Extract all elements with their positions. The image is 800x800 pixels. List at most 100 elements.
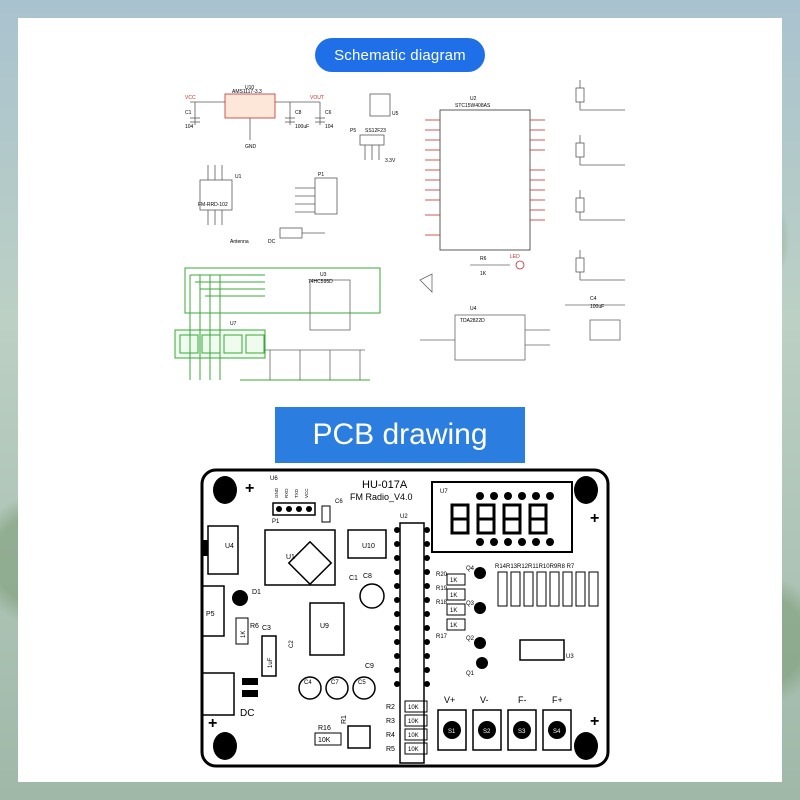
label-u4-part: TDA2822D bbox=[460, 318, 485, 324]
s3-label: S3 bbox=[518, 729, 526, 735]
label-p5-part: SS12F23 bbox=[365, 128, 386, 134]
label-q4: Q4 bbox=[466, 566, 475, 572]
p1-pin-txd: TXD bbox=[294, 488, 299, 498]
s2-label: S2 bbox=[483, 729, 491, 735]
label-q2: Q2 bbox=[466, 636, 475, 642]
c4-cap bbox=[298, 676, 322, 700]
label-p1: P1 bbox=[272, 519, 280, 525]
switch-s4[interactable] bbox=[542, 709, 572, 751]
p1-pin-vcc: VCC bbox=[304, 488, 309, 498]
label-c6: C6 bbox=[335, 499, 343, 505]
label-dc: DC bbox=[240, 708, 254, 719]
r4-val: 10K bbox=[408, 733, 419, 739]
label-p1: P1 bbox=[318, 172, 324, 178]
label-q3: Q3 bbox=[466, 601, 475, 607]
u2-ic bbox=[399, 522, 425, 764]
pcb-drawing: + + + + HU-017A FM Radio_V4.0 U6 P1 C6 U… bbox=[200, 468, 610, 768]
label-vout: VOUT bbox=[310, 95, 324, 101]
p1-pin-rxd: RXD bbox=[284, 488, 289, 498]
label-q1: Q1 bbox=[466, 671, 475, 677]
label-r17: R17 bbox=[436, 634, 448, 640]
label-u2-part: STC15W408AS bbox=[455, 103, 491, 109]
label-c8-val: 100uF bbox=[295, 124, 309, 130]
label-r6-val: 1K bbox=[480, 271, 487, 277]
q1-transistor bbox=[476, 657, 488, 669]
mount-hole-tr bbox=[574, 476, 598, 504]
label-r3: R3 bbox=[386, 718, 395, 725]
r3-val: 10K bbox=[408, 719, 419, 725]
label-u9: U9 bbox=[320, 623, 329, 630]
btn-label-fminus: F- bbox=[518, 695, 527, 705]
switch-s1[interactable] bbox=[437, 709, 467, 751]
label-c6-val: 104 bbox=[325, 124, 334, 130]
u3-ic bbox=[519, 639, 565, 661]
r19-val: 1K bbox=[450, 593, 457, 599]
label-c8: C8 bbox=[363, 573, 372, 580]
label-r6-val: 1K bbox=[241, 631, 247, 638]
switch-s2[interactable] bbox=[472, 709, 502, 751]
plus-mark-tl: + bbox=[245, 480, 254, 497]
label-c2: C2 bbox=[289, 640, 295, 648]
label-u3: U3 bbox=[566, 654, 574, 660]
s1-label: S1 bbox=[448, 729, 456, 735]
q4-transistor bbox=[474, 567, 486, 579]
label-u1: U1 bbox=[235, 174, 242, 180]
r17-val: 1K bbox=[450, 623, 457, 629]
label-r1: R1 bbox=[341, 715, 348, 724]
label-u2: U2 bbox=[470, 96, 477, 102]
btn-label-vminus: V- bbox=[480, 695, 489, 705]
label-c1: C1 bbox=[185, 110, 192, 116]
label-u2: U2 bbox=[400, 514, 408, 520]
label-gnd: GND bbox=[245, 144, 257, 150]
label-c7: C7 bbox=[331, 680, 339, 686]
label-u10-part: AMS1117-3.3 bbox=[232, 89, 262, 95]
label-d1: D1 bbox=[252, 589, 261, 596]
label-u1: U1 bbox=[286, 554, 295, 561]
label-u4: U4 bbox=[225, 543, 234, 550]
label-u10: U10 bbox=[245, 85, 254, 91]
label-c9: C9 bbox=[365, 663, 374, 670]
label-antenna: Antenna bbox=[230, 239, 249, 245]
label-r2: R2 bbox=[386, 704, 395, 711]
btn-label-fplus: F+ bbox=[552, 695, 563, 705]
board-name: HU-017A bbox=[362, 479, 408, 491]
label-vcc: VCC bbox=[185, 95, 196, 101]
label-u7: U7 bbox=[230, 321, 237, 327]
d1-diode bbox=[232, 590, 248, 606]
schematic-diagram: U10 AMS1117-3.3 VCC VOUT C1 104 C8 100uF… bbox=[174, 80, 625, 381]
label-r20: R20 bbox=[436, 572, 448, 578]
pcb-title: PCB drawing bbox=[275, 407, 525, 463]
p1-pin-gnd: GND bbox=[274, 487, 279, 498]
label-r4: R4 bbox=[386, 732, 395, 739]
label-u5: U5 bbox=[392, 111, 399, 117]
label-c4: C4 bbox=[304, 680, 312, 686]
mount-hole-br bbox=[574, 732, 598, 760]
label-r18: R18 bbox=[436, 600, 448, 606]
label-c3-val: 1uF bbox=[268, 657, 274, 668]
label-u7: U7 bbox=[440, 489, 448, 495]
label-c1-val: 104 bbox=[185, 124, 194, 130]
label-c8: C8 bbox=[295, 110, 302, 116]
label-dc: DC bbox=[268, 239, 276, 245]
label-u10: U10 bbox=[362, 543, 375, 550]
mount-hole-tl bbox=[213, 476, 237, 504]
label-r6: R6 bbox=[250, 623, 259, 630]
label-c3: C3 bbox=[262, 625, 271, 632]
plus-mark-br: + bbox=[590, 713, 599, 730]
switch-s3[interactable] bbox=[507, 709, 537, 751]
label-c5: C5 bbox=[358, 680, 366, 686]
u7-display bbox=[431, 481, 573, 553]
u10-regulator bbox=[347, 529, 387, 559]
q2-transistor bbox=[474, 637, 486, 649]
label-c1: C1 bbox=[349, 575, 358, 582]
u9-ic bbox=[309, 602, 345, 656]
r20-val: 1K bbox=[450, 578, 457, 584]
label-r6: R6 bbox=[480, 256, 487, 262]
s4-label: S4 bbox=[553, 729, 561, 735]
q3-transistor bbox=[474, 602, 486, 614]
label-r16: R16 bbox=[318, 725, 331, 732]
digit-2 bbox=[476, 503, 496, 535]
label-u3: U3 bbox=[320, 272, 327, 278]
r18-val: 1K bbox=[450, 608, 457, 614]
plus-mark-bl: + bbox=[208, 715, 217, 732]
